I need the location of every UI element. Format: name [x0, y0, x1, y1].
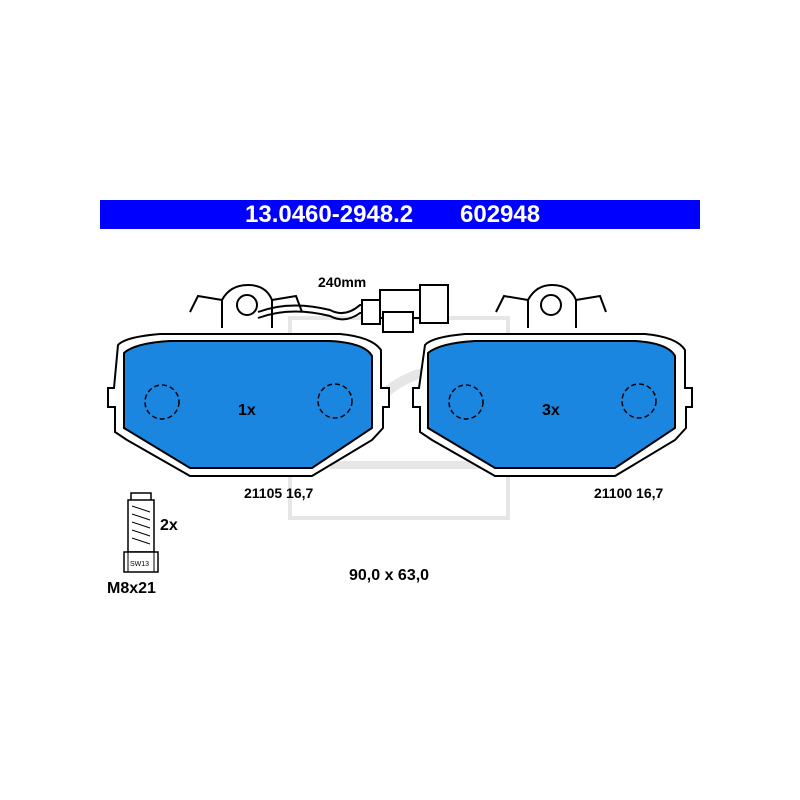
- right-pad-hole-left: [448, 384, 484, 420]
- part-number: 13.0460-2948.2: [245, 201, 414, 228]
- header-bar: 13.0460-2948.2 602948: [100, 200, 700, 229]
- bolt-size: M8x21: [107, 580, 156, 597]
- pad-dimensions: 90,0 x 63,0: [349, 567, 429, 584]
- right-brake-pad: 3x: [412, 283, 693, 477]
- left-pad-hole-left: [144, 384, 180, 420]
- left-pad-code: 21105 16,7: [244, 485, 314, 501]
- right-pad-spring: [495, 283, 607, 328]
- right-friction-material: [427, 340, 676, 469]
- right-pad-hole-right: [621, 383, 657, 419]
- left-pad-hole-right: [317, 383, 353, 419]
- right-pad-quantity: 3x: [542, 402, 560, 419]
- left-pad-quantity: 1x: [238, 402, 256, 419]
- right-pad-code: 21100 16,7: [594, 485, 664, 501]
- left-friction-material: [123, 340, 373, 469]
- bolt-quantity: 2x: [160, 517, 178, 534]
- left-brake-pad: 1x: [107, 283, 390, 477]
- wear-sensor: [257, 284, 449, 333]
- sensor-length: 240mm: [318, 274, 366, 290]
- reference-number: 602948: [460, 201, 541, 228]
- bolt: [123, 492, 159, 573]
- bolt-head-label: SW13: [130, 561, 149, 568]
- left-pad-spring: [189, 283, 303, 328]
